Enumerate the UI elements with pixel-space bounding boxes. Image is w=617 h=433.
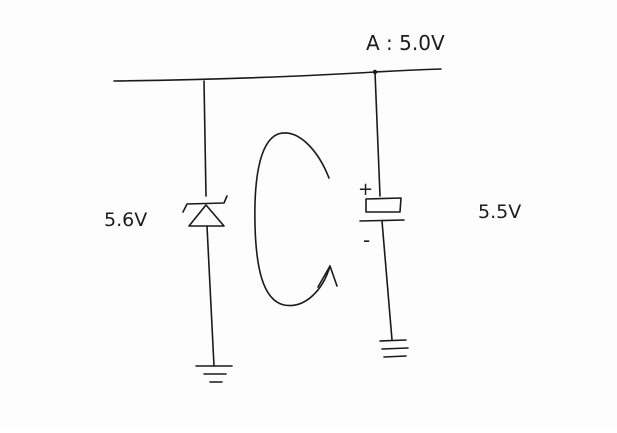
zener-diode [182,195,228,227]
loop-arrow-curve [254,132,331,307]
ground-right [379,339,409,358]
polarized-capacitor [359,197,405,222]
zener-voltage-label: 5.6V [104,209,147,231]
capacitor-plus-sign: + [358,179,373,200]
left-branch-wire-top [203,80,207,197]
top-rail-wire [113,68,442,82]
capacitor-minus-sign: - [363,228,370,252]
capacitor-top-plate [365,197,402,213]
zener-cathode-bar [182,195,228,213]
loop-arrow-head [317,265,338,288]
node-a-label: A : 5.0V [366,31,445,55]
right-branch-wire-bottom [381,220,393,341]
left-branch-wire-bottom [206,225,215,367]
ground-left [195,365,233,383]
zener-triangle [188,204,225,227]
right-branch-wire-top [374,71,381,197]
current-loop-arrow [254,132,338,307]
capacitor-voltage-label: 5.5V [478,201,521,223]
